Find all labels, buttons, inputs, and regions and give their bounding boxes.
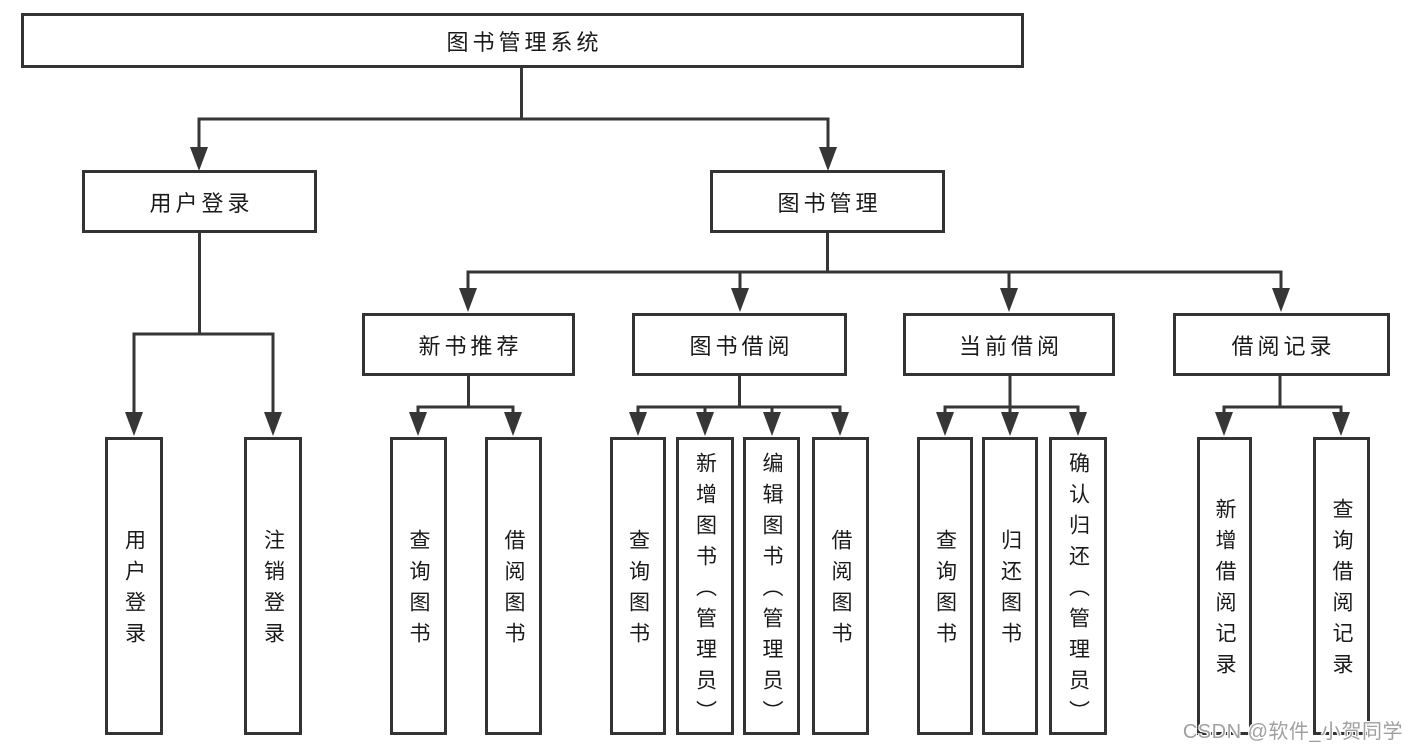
node-label: 用户登录 xyxy=(149,190,254,216)
edge-user-login-to-leaves xyxy=(125,231,282,436)
leaf-borrow-books-recommend: 借阅图书 xyxy=(485,437,542,735)
leaf-borrow-books-borrowing: 借阅图书 xyxy=(812,437,869,735)
leaf-add-borrow-record: 新增借阅记录 xyxy=(1197,437,1252,735)
watermark: CSDN @软件_小贺同学 xyxy=(1182,721,1403,743)
leaf-query-books-current: 查询图书 xyxy=(917,437,973,735)
node-library-management-system: 图书管理系统 xyxy=(21,13,1024,68)
node-user-login: 用户登录 xyxy=(82,170,317,233)
node-new-book-recommendation: 新书推荐 xyxy=(362,313,575,376)
leaf-query-borrow-record: 查询借阅记录 xyxy=(1313,437,1370,735)
edge-new-book-recommendation-to-leaves xyxy=(409,374,522,436)
leaf-edit-books-admin: 编辑图书（管理员） xyxy=(743,437,800,735)
edge-book-borrowing-to-leaves xyxy=(629,374,849,436)
node-label: 借阅记录 xyxy=(1231,333,1336,359)
node-label: 借阅图书 xyxy=(502,529,526,653)
node-label: 确认归还（管理员） xyxy=(1066,451,1090,731)
node-label: 新书推荐 xyxy=(418,333,523,359)
node-book-borrowing: 图书借阅 xyxy=(632,313,847,376)
leaf-return-books: 归还图书 xyxy=(982,437,1038,735)
edge-root-to-level2 xyxy=(190,66,837,171)
node-book-management: 图书管理 xyxy=(710,170,945,233)
node-label: 查询图书 xyxy=(626,529,650,653)
node-label: 图书管理系统 xyxy=(446,29,603,55)
node-label: 图书借阅 xyxy=(689,333,794,359)
node-borrowing-records: 借阅记录 xyxy=(1173,313,1390,376)
node-label: 新增借阅记录 xyxy=(1213,498,1237,684)
node-label: 借阅图书 xyxy=(829,529,853,653)
node-label: 注销登录 xyxy=(261,529,285,653)
node-current-borrowing: 当前借阅 xyxy=(903,313,1115,376)
leaf-user-login: 用户登录 xyxy=(105,437,163,735)
node-label: 查询图书 xyxy=(933,529,957,653)
edge-current-borrowing-to-leaves xyxy=(936,374,1087,436)
node-label: 图书管理 xyxy=(777,190,882,216)
leaf-logout-login: 注销登录 xyxy=(244,437,302,735)
node-label: 查询图书 xyxy=(407,529,431,653)
leaf-add-books-admin: 新增图书（管理员） xyxy=(676,437,734,735)
leaf-confirm-return-admin: 确认归还（管理员） xyxy=(1049,437,1107,735)
node-label: 编辑图书（管理员） xyxy=(760,451,784,731)
node-label: 当前借阅 xyxy=(958,333,1063,359)
node-label: 新增图书（管理员） xyxy=(693,451,717,731)
node-label: 归还图书 xyxy=(998,529,1022,653)
edge-book-management-to-level3 xyxy=(459,231,1290,312)
edge-borrowing-records-to-leaves xyxy=(1215,374,1350,436)
node-label: 查询借阅记录 xyxy=(1330,498,1354,684)
leaf-query-books-borrowing: 查询图书 xyxy=(610,437,666,735)
node-label: 用户登录 xyxy=(122,529,146,653)
leaf-query-books-recommend: 查询图书 xyxy=(390,437,447,735)
